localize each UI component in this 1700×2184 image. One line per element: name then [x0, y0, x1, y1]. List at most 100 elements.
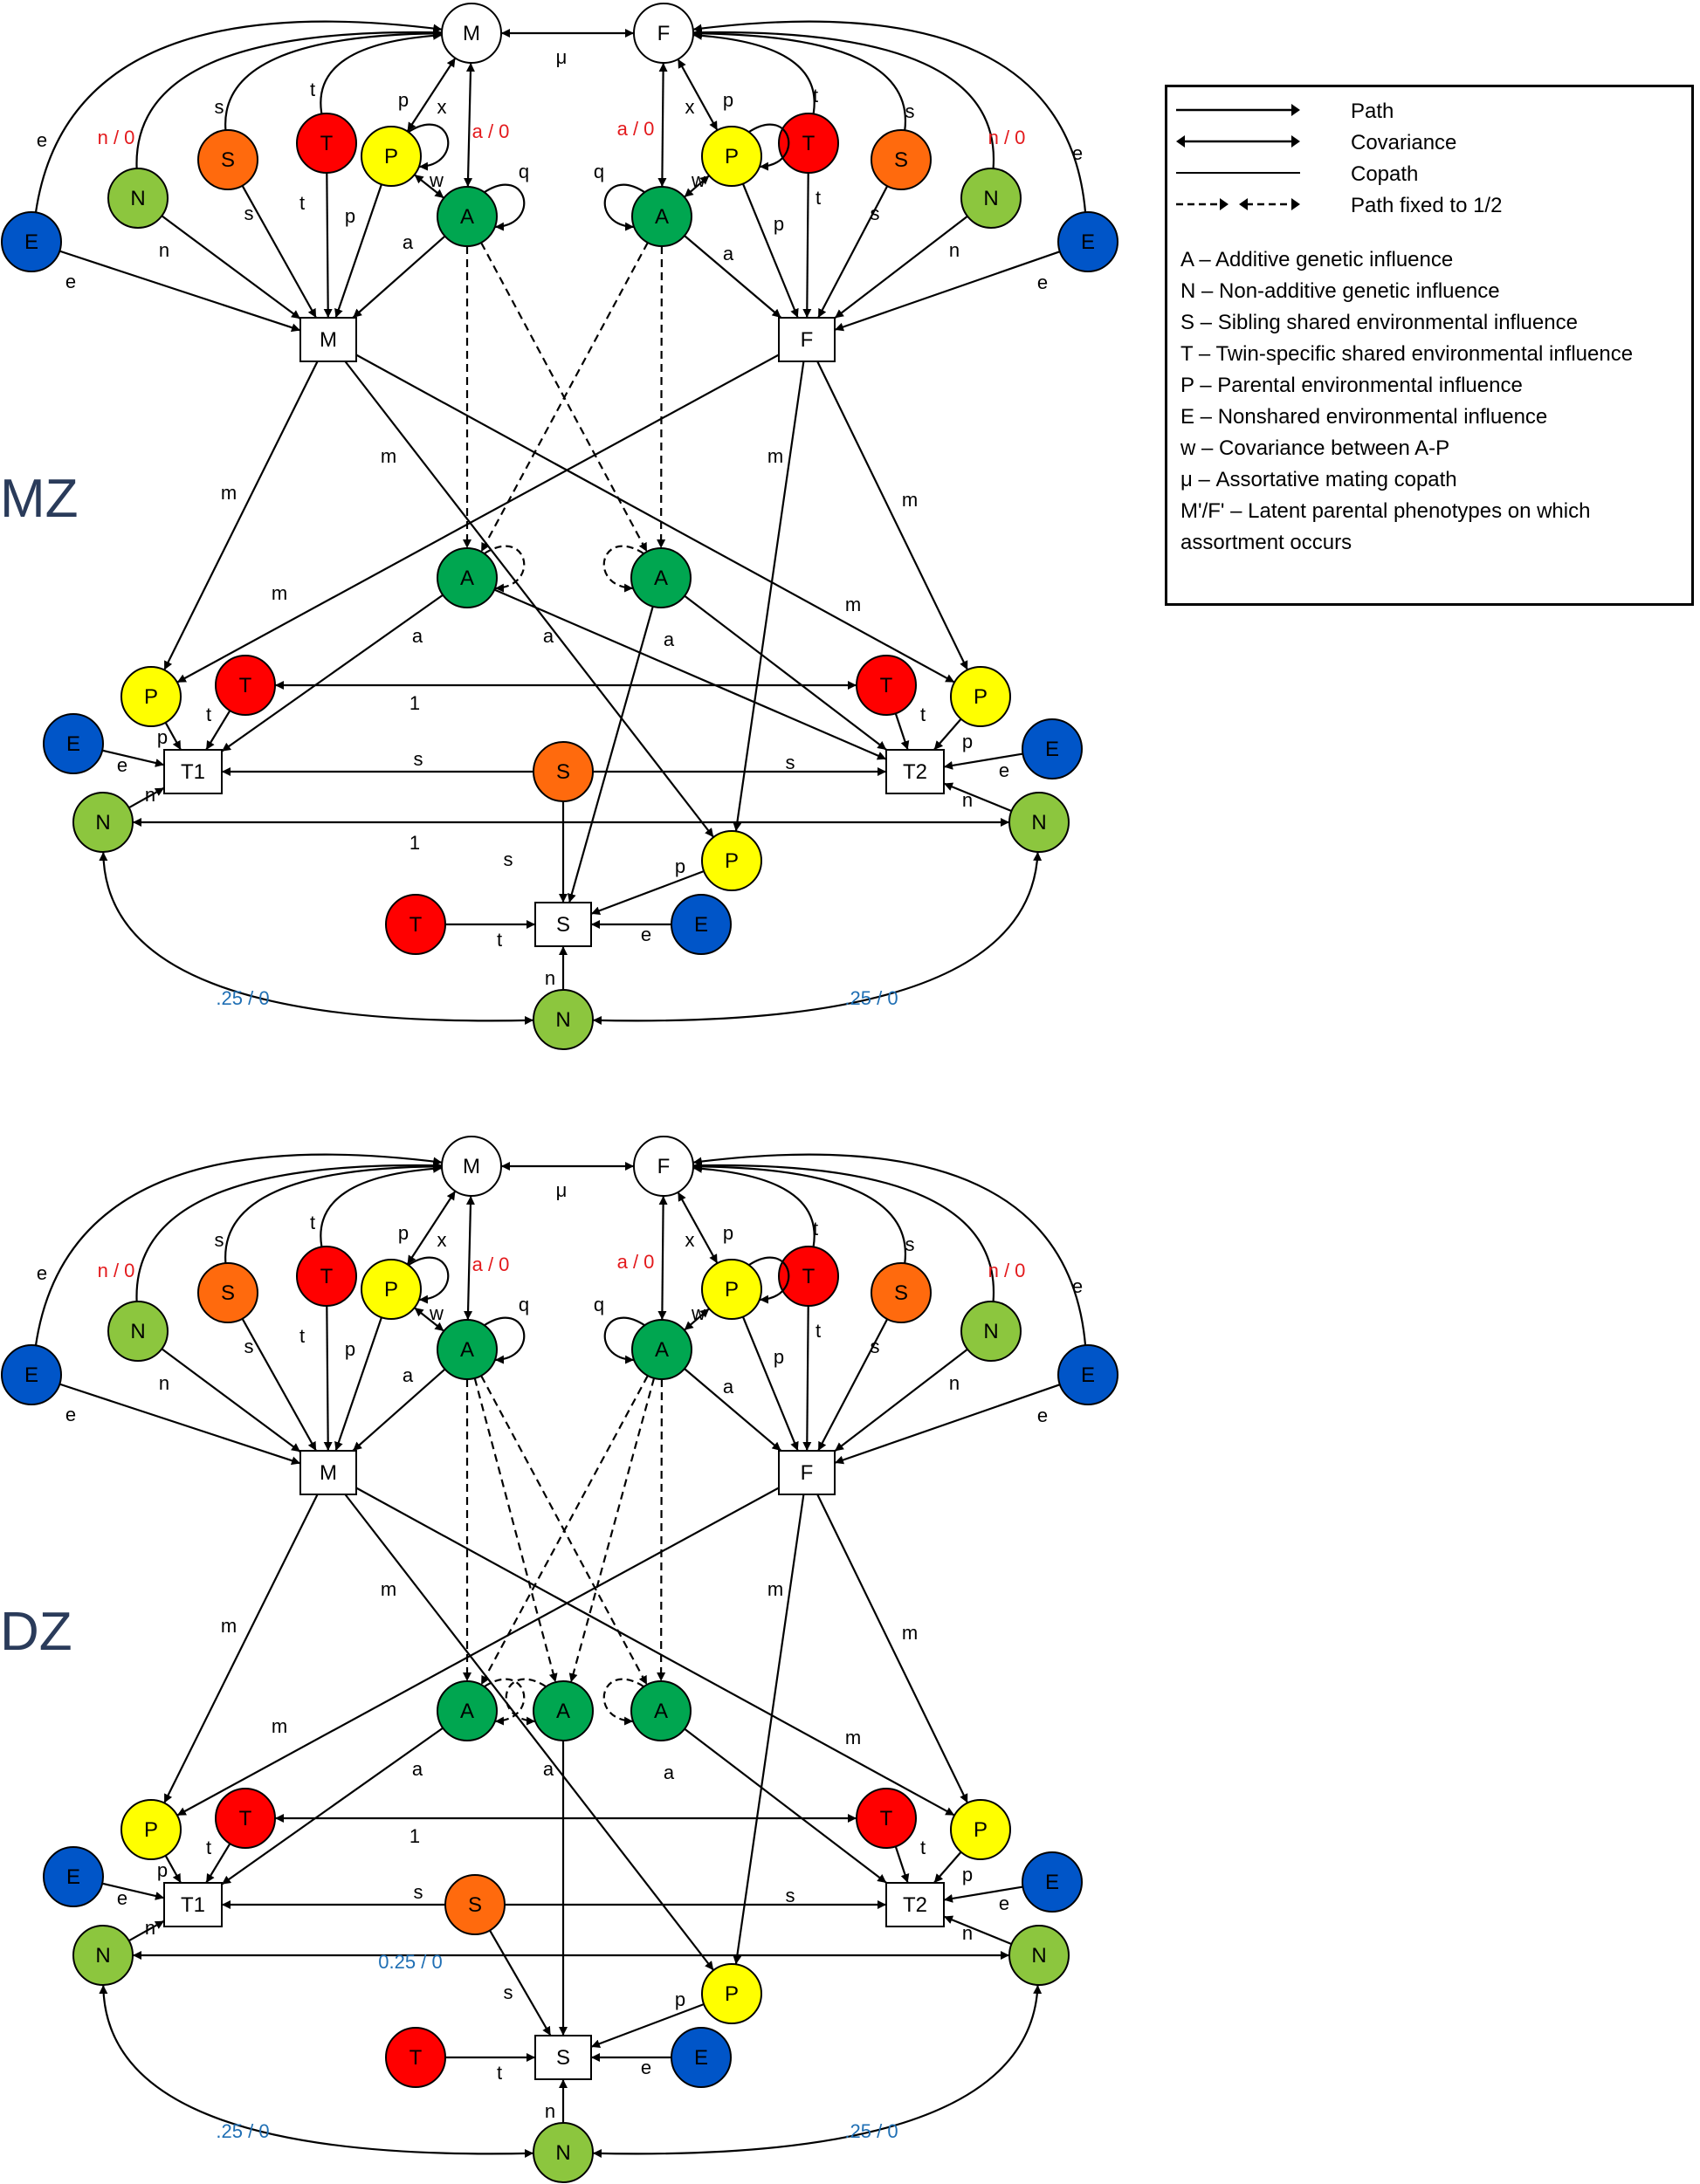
node-N2: N	[1008, 1925, 1070, 1986]
node-E-f: E	[1057, 211, 1118, 272]
svg-text:E: E	[694, 2046, 708, 2070]
path-E2-T2	[943, 752, 1023, 770]
path-T-f-F	[802, 172, 812, 319]
panel-title: MZ	[0, 469, 79, 529]
path-label: t	[310, 1212, 315, 1233]
path-label: p	[962, 731, 973, 752]
w-covariance-m	[413, 174, 445, 199]
node-N1: N	[72, 1925, 134, 1986]
path-label: p	[962, 1864, 973, 1885]
path-label: t	[816, 1320, 821, 1342]
path-label: n	[545, 967, 555, 989]
definition-e: E – Nonshared environmental influence	[1180, 405, 1548, 429]
path-label: t	[310, 79, 315, 100]
path-label: n	[145, 784, 155, 806]
panel-title: DZ	[0, 1602, 72, 1662]
svg-text:N: N	[555, 2141, 570, 2165]
svg-text:F: F	[801, 1461, 814, 1485]
path-label: w	[429, 1302, 444, 1324]
svg-text:P: P	[384, 1278, 398, 1301]
path-label: e	[37, 1262, 47, 1284]
svg-text:E: E	[24, 1363, 38, 1387]
path-label: s	[786, 1885, 795, 1906]
svg-text:T: T	[410, 2046, 423, 2070]
path-M-P1	[163, 1494, 319, 1804]
path-label: q	[594, 161, 604, 182]
path-label: e	[641, 2057, 651, 2078]
svg-text:N: N	[130, 1320, 145, 1343]
path-label: e	[641, 924, 651, 945]
path-label: a	[664, 1762, 675, 1783]
node-E2: E	[1022, 718, 1083, 780]
self-loop-A1	[484, 545, 526, 593]
path-label: e	[1037, 1404, 1048, 1426]
node-T-f: T	[778, 113, 839, 174]
box-M: M	[299, 317, 357, 362]
svg-text:A: A	[556, 1700, 570, 1723]
svg-text:T: T	[880, 674, 893, 697]
node-E-f: E	[1057, 1344, 1118, 1405]
curve-E-m-M-latent	[34, 20, 443, 213]
curve-E-f-F-latent	[692, 1153, 1087, 1346]
curve-T-f-F-latent	[692, 31, 816, 114]
self-loop-A1	[484, 1678, 526, 1726]
a-or-0-label: a / 0	[472, 120, 510, 142]
box-T1: T1	[163, 1882, 223, 1927]
path-A-f-A3	[657, 1378, 666, 1682]
curve-S-f-F-latent	[692, 29, 907, 131]
path-E-f-F	[834, 1384, 1061, 1465]
path-label: s	[871, 1336, 880, 1357]
svg-text:T1: T1	[181, 760, 205, 784]
node-Ts: T	[385, 2027, 446, 2088]
svg-text:N: N	[95, 811, 110, 834]
svg-text:A: A	[654, 1700, 668, 1723]
node-N2: N	[1008, 792, 1070, 853]
n-covariance-label: 1	[410, 832, 420, 854]
path-arrow-icon	[1176, 104, 1300, 116]
node-Ns: N	[533, 989, 594, 1050]
path-label: m	[767, 1578, 783, 1600]
svg-text:E: E	[24, 230, 38, 254]
definition-p: P – Parental environmental influence	[1180, 374, 1523, 397]
svg-text:T1: T1	[181, 1893, 205, 1917]
path-N1-T1	[128, 786, 165, 809]
node-Ssh: S	[444, 1874, 506, 1935]
quarter-label-right: .25 / 0	[844, 987, 898, 1009]
self-loop-P-m	[408, 1256, 450, 1304]
path-P1-T1	[164, 1855, 182, 1884]
node-P1: P	[120, 666, 182, 727]
path-label: s	[215, 96, 224, 118]
path-P1-T1	[164, 722, 182, 751]
svg-text:P: P	[384, 145, 398, 168]
node-N-f: N	[960, 1301, 1022, 1362]
self-loop-A-m	[484, 183, 526, 231]
path-A1-T2	[493, 588, 887, 760]
svg-text:T: T	[239, 1807, 252, 1830]
path-N1-T1	[128, 1920, 165, 1942]
node-F-latent: F	[633, 3, 694, 64]
svg-text:S: S	[556, 760, 570, 784]
node-P-f: P	[701, 126, 762, 187]
path-A-f-F	[684, 1368, 782, 1452]
curve-T-m-M-latent	[320, 31, 443, 114]
node-A2: A	[630, 547, 692, 608]
path-label: t	[813, 85, 818, 106]
path-S-f-F	[817, 1318, 889, 1452]
legend-label: Path fixed to 1/2	[1351, 194, 1503, 217]
path-label: w	[429, 169, 444, 191]
svg-text:E: E	[66, 1865, 80, 1889]
path-label: n	[962, 1922, 973, 1944]
path-label: p	[398, 89, 409, 111]
node-T-m: T	[296, 113, 357, 174]
path-label: t	[497, 929, 502, 951]
svg-text:E: E	[1045, 738, 1059, 761]
path-label: t	[497, 2062, 502, 2084]
node-P2: P	[950, 666, 1011, 727]
svg-text:P: P	[725, 145, 739, 168]
legend-row-copath: Copath	[1167, 159, 1691, 187]
path-label: m	[902, 489, 918, 511]
definition-s: S – Sibling shared environmental influen…	[1180, 311, 1578, 334]
path-N-m-M	[161, 215, 301, 320]
path-M-Ps	[344, 361, 715, 838]
path-P-m-M-latent	[406, 57, 457, 133]
